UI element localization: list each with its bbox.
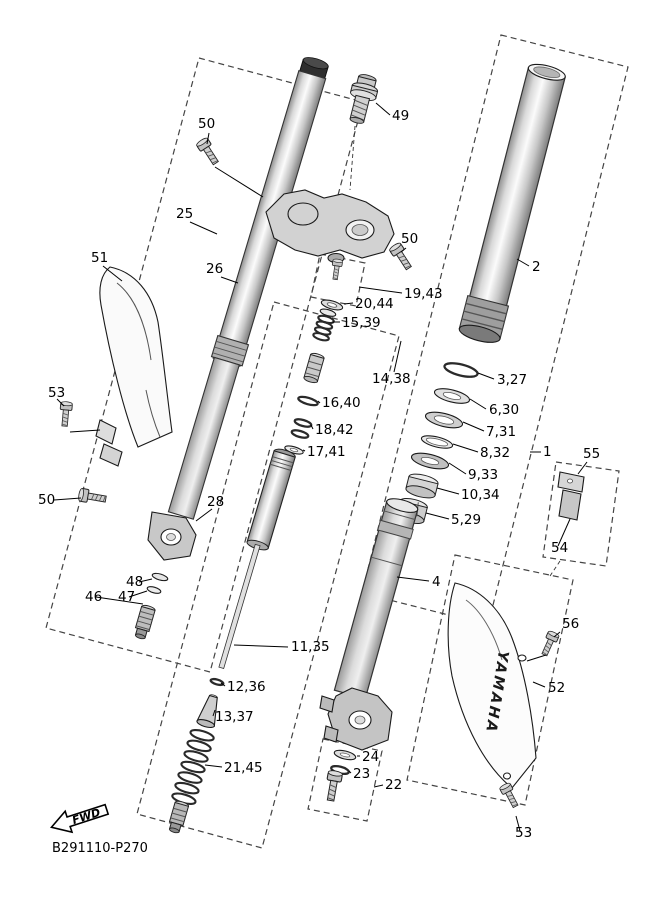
part-label-16-40: 16,40 (322, 395, 361, 411)
part-label-50-top: 50 (198, 116, 215, 132)
part-label-47: 47 (118, 589, 135, 605)
washer-6-30 (433, 388, 471, 404)
part-label-24: 24 (362, 749, 379, 765)
part-label-18-42: 18,42 (315, 422, 354, 438)
seat-cylinder (303, 352, 325, 384)
screw-56 (538, 629, 561, 658)
part-label-53-left: 53 (48, 385, 65, 401)
fwd-label: FWD (71, 806, 102, 827)
part-label-26: 26 (206, 261, 223, 277)
part-label-6-30: 6,30 (489, 402, 519, 418)
circlip-3-27 (443, 362, 479, 378)
hose-bracket (557, 471, 585, 521)
part-label-17-41: 17,41 (307, 444, 346, 460)
right-lower-tube (333, 498, 419, 700)
part-label-1: 1 (543, 444, 552, 460)
rebound-spring-21-45 (171, 729, 215, 805)
part-label-22: 22 (385, 777, 402, 793)
part-label-51: 51 (91, 250, 108, 266)
screw-53-left (58, 400, 73, 428)
part-label-50-mid: 50 (401, 231, 418, 247)
part-label-21-45: 21,45 (224, 760, 263, 776)
adjuster-screw (134, 604, 156, 640)
upper-bracket (265, 189, 395, 264)
fork-guard-left (95, 266, 173, 467)
circlip-16-40 (297, 395, 319, 407)
part-label-53-bottom: 53 (515, 825, 532, 841)
part-label-2: 2 (532, 259, 541, 275)
washer-20-44 (320, 299, 344, 311)
oil-seal-9-33 (410, 452, 450, 470)
spring-end-piece (168, 800, 190, 834)
rebound-adjuster-parts (134, 572, 169, 640)
part-label-12-36: 12,36 (227, 679, 266, 695)
part-label-49: 49 (392, 108, 409, 124)
washer-17-41 (284, 445, 304, 455)
bolt-19-43-box (310, 253, 366, 307)
part-label-23: 23 (353, 766, 370, 782)
part-label-13-37: 13,37 (215, 709, 254, 725)
guard-52-box (406, 554, 574, 806)
part-label-52: 52 (548, 680, 565, 696)
part-label-3-27: 3,27 (497, 372, 527, 388)
fwd-arrow: FWD (50, 803, 110, 834)
cone-seat-13-37 (196, 694, 218, 729)
axle-bolt-parts (322, 749, 357, 803)
part-label-7-31: 7,31 (486, 424, 516, 440)
part-label-19-43: 19,43 (404, 286, 443, 302)
axle-bolt-22 (322, 769, 344, 803)
part-label-14-38: 14,38 (372, 371, 411, 387)
damper-rod-assembly (218, 448, 296, 670)
part-label-4: 4 (432, 574, 441, 590)
part-labels: 50 49 25 26 51 50 2 19,43 20,44 15,39 14… (38, 108, 600, 841)
screw-50-left (77, 487, 108, 507)
fork-cap (349, 74, 379, 124)
box-connector-line (549, 560, 561, 577)
fork-guard-right: YAMAHA (447, 582, 537, 789)
bolt-50-top (195, 136, 222, 168)
part-label-46: 46 (85, 589, 102, 605)
washer-24 (333, 749, 357, 761)
oring-18-42-a (293, 418, 313, 428)
ring-8-32 (420, 435, 454, 449)
part-label-10-34: 10,34 (461, 487, 500, 503)
oring-18-42-b (290, 429, 310, 439)
screw-53-bottom (498, 781, 522, 810)
left-axle-bracket (147, 511, 197, 561)
part-label-56: 56 (562, 616, 579, 632)
leader-lines (53, 102, 588, 832)
part-label-25: 25 (176, 206, 193, 222)
right-axle-bracket (319, 687, 393, 751)
seal-7-31 (424, 411, 464, 429)
bracket-54-55-box (542, 461, 620, 567)
damper-group-box (136, 301, 400, 849)
ring-12-36 (209, 677, 225, 687)
part-label-5-29: 5,29 (451, 512, 481, 528)
spring-seat-15-39 (312, 308, 337, 342)
part-label-28: 28 (207, 494, 224, 510)
bushing-10-34 (405, 473, 439, 499)
part-label-9-33: 9,33 (468, 467, 498, 483)
diagram-code: B291110-P270 (52, 841, 148, 856)
part-label-54: 54 (551, 540, 568, 556)
right-outer-tube (458, 63, 566, 343)
part-label-50-left: 50 (38, 492, 55, 508)
part-label-55: 55 (583, 446, 600, 462)
part-label-20-44: 20,44 (355, 296, 394, 312)
part-label-8-32: 8,32 (480, 445, 510, 461)
part-label-11-35: 11,35 (291, 639, 330, 655)
cap-alignment-line (349, 125, 356, 191)
part-label-48: 48 (126, 574, 143, 590)
part-label-15-39: 15,39 (342, 315, 381, 331)
